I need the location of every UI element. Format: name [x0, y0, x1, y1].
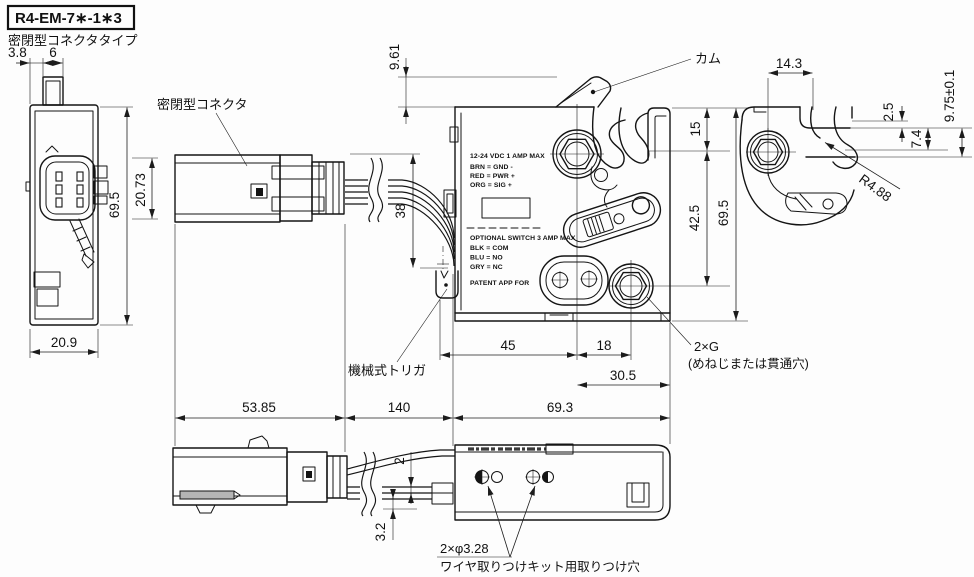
dim-3-2: 3.2 [373, 523, 388, 542]
dim-20-73: 20.73 [133, 173, 148, 207]
callout-wire-kit-holes-note: ワイヤ取りつけキット用取りつけ穴 [440, 559, 640, 574]
connector-view: 密閉型コネクタ [157, 97, 455, 267]
cam-leader [593, 58, 692, 93]
callout-g-holes: 2×G [694, 339, 719, 354]
callout-wire-kit-holes: 2×φ3.28 [440, 541, 489, 556]
wire-kit-holes [474, 469, 554, 485]
connector-housing [174, 154, 281, 223]
dim-7-4: 7.4 [909, 129, 924, 148]
dim-r4-88: R4.88 [856, 171, 894, 204]
wire-harness [345, 157, 455, 267]
connector-key-tab [45, 145, 59, 153]
dim-9-61: 9.61 [387, 44, 402, 70]
bottom-connector [172, 435, 348, 514]
dim-42-5: 42.5 [687, 205, 702, 231]
front-view-dimensions: 9.61 カム 38 15 42.5 69.5 45 18 30.5 53.85… [174, 44, 809, 452]
dim-69-5-left: 69.5 [107, 192, 122, 218]
dim-18: 18 [596, 338, 611, 353]
bottom-wire-harness [346, 449, 455, 517]
bottom-view [172, 435, 671, 521]
dim-14-3: 14.3 [776, 56, 802, 71]
side-detail-lower [36, 288, 59, 307]
part-number: R4-EM-7∗-1∗3 [15, 10, 122, 27]
marking-pwr: RED = PWR + [470, 173, 515, 180]
mechanical-trigger [435, 246, 459, 299]
bottom-body-detail [626, 482, 650, 508]
dim-2-5: 2.5 [881, 103, 896, 122]
hex-bolt-detail [746, 128, 796, 176]
marking-nc: GRY = NC [470, 264, 503, 271]
marking-sig: ORG = SIG + [470, 182, 512, 189]
dim-3-8: 3.8 [8, 45, 27, 60]
sealed-connector-leader [215, 112, 248, 167]
body-markings: 12-24 VDC 1 AMP MAX BRN = GND - RED = PW… [466, 153, 576, 287]
side-view-dimensions: 3.8 6 69.5 20.73 20.9 [8, 45, 158, 358]
side-detail-upper [33, 271, 61, 288]
dim-38: 38 [393, 203, 408, 218]
bottom-connector-latch [247, 435, 270, 449]
sealed-connector-face [39, 145, 96, 221]
dim-2: 2 [392, 457, 407, 465]
mount-boss [539, 255, 609, 306]
switch-housing [562, 192, 662, 248]
dim-53-85: 53.85 [242, 400, 276, 415]
label-window [481, 197, 531, 219]
dim-9-75: 9.75±0.1 [942, 70, 957, 122]
g-holes-leader [646, 296, 692, 346]
connector-pins [55, 171, 84, 208]
switch-slider [582, 211, 614, 238]
dim-140: 140 [388, 400, 411, 415]
latch-cavity [590, 106, 667, 208]
dim-20-9: 20.9 [51, 335, 77, 350]
callout-g-holes-note: (めねじまたは貫通穴) [688, 356, 809, 371]
connector-latch-bottom [271, 196, 325, 212]
callout-mechanical-trigger: 機械式トリガ [348, 363, 426, 378]
title-block: R4-EM-7∗-1∗3 密閉型コネクタタイプ [6, 4, 137, 48]
dim-30-5: 30.5 [610, 368, 636, 383]
dim-69-3: 69.3 [547, 400, 573, 415]
detail-view-dimensions: 14.3 2.5 7.4 9.75±0.1 R4.88 [767, 56, 972, 205]
break-symbol [368, 157, 375, 223]
edge-clip [443, 189, 457, 218]
side-latch-tabs [93, 165, 109, 205]
front-view: 12-24 VDC 1 AMP MAX BRN = GND - RED = PW… [435, 76, 671, 322]
side-view [25, 76, 109, 326]
dim-15: 15 [688, 121, 703, 136]
connector-latch-top [271, 165, 325, 180]
marking-no: BLU = NO [470, 255, 503, 262]
cam-tab [42, 76, 64, 106]
marking-patent: PATENT APP FOR [470, 280, 529, 287]
connector-seal [311, 161, 345, 215]
detail-view [739, 106, 859, 226]
side-view-body [29, 104, 99, 326]
cam-lever [555, 76, 612, 108]
callout-cam: カム [695, 51, 721, 66]
trigger-lever-side [69, 218, 95, 269]
marking-gnd: BRN = GND - [470, 164, 513, 171]
callout-sealed-connector: 密閉型コネクタ [157, 97, 247, 112]
trigger-leader [396, 288, 448, 363]
dim-69-5-front: 69.5 [716, 200, 731, 226]
bottom-body [454, 443, 671, 521]
dim-45: 45 [500, 338, 515, 353]
drawing-type-label: 密閉型コネクタタイプ [8, 33, 137, 48]
dim-6: 6 [49, 45, 57, 60]
marking-optional: OPTIONAL SWITCH 3 AMP MAX [470, 235, 576, 242]
marking-power: 12-24 VDC 1 AMP MAX [470, 153, 545, 160]
bottom-tab [544, 312, 574, 322]
bottom-view-dimensions: 2 3.2 2×φ3.28 ワイヤ取りつけキット用取りつけ穴 [373, 452, 640, 574]
edge-clip-upper [449, 126, 459, 143]
marking-com: BLK = COM [470, 245, 509, 252]
